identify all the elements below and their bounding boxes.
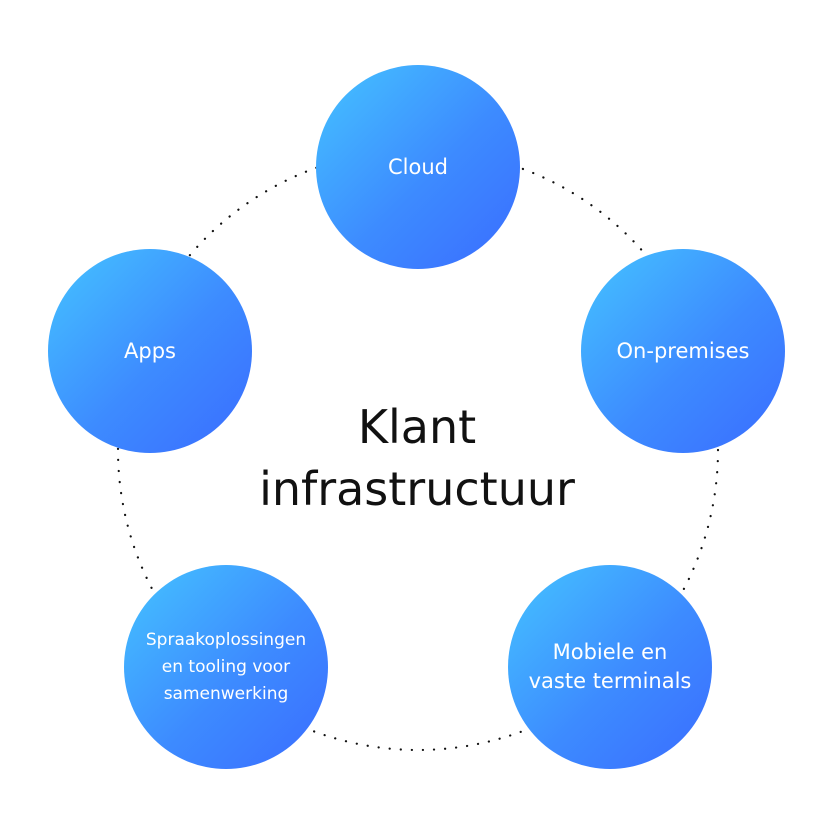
node-speech-solutions: Spraakoplossingen en tooling voor samenw… [124,565,328,769]
node-on-premises-label: On-premises [616,338,750,363]
node-apps: Apps [48,249,252,453]
node-apps-label: Apps [124,338,176,363]
node-mobile-terminals: Mobiele en vaste terminals [508,565,712,769]
node-mobile-terminals-label: Mobiele en vaste terminals [528,640,692,693]
node-speech-solutions-label: Spraakoplossingen en tooling voor samenw… [145,629,307,704]
node-on-premises: On-premises [581,249,785,453]
node-cloud: Cloud [316,65,520,269]
center-title: Klant infrastructuur [259,400,575,516]
node-cloud-label: Cloud [388,154,448,179]
